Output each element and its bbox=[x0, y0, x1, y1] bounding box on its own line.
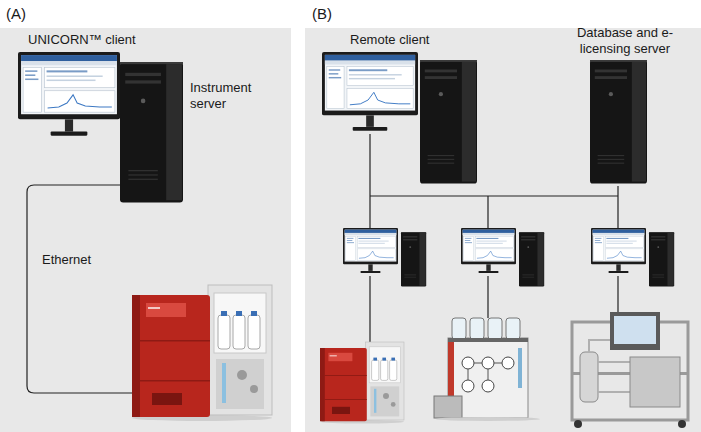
instrument-picture bbox=[320, 342, 404, 424]
network-wire-part bbox=[617, 276, 618, 312]
network-wire-part bbox=[369, 134, 370, 196]
instrument-picture-part bbox=[488, 318, 502, 339]
network-wire-part bbox=[487, 276, 488, 318]
instrument-picture-part bbox=[630, 357, 680, 407]
instrument-picture-part bbox=[610, 312, 660, 350]
device-label: Database and e-licensing server bbox=[562, 25, 688, 57]
tower-picture bbox=[120, 62, 183, 202]
tower-picture bbox=[401, 232, 426, 287]
instrument-picture-part bbox=[436, 417, 540, 421]
instrument-picture bbox=[132, 285, 272, 421]
cable-label: Ethernet bbox=[42, 252, 122, 268]
panel-ground bbox=[305, 28, 701, 432]
monitor-picture bbox=[591, 228, 646, 273]
instrument-picture-part bbox=[448, 338, 528, 342]
instrument-picture-part bbox=[614, 316, 656, 344]
panel-ground bbox=[0, 28, 291, 432]
ethernet-cable bbox=[27, 185, 134, 393]
instrument-picture-part bbox=[434, 396, 462, 418]
device-label: Instrument server bbox=[190, 80, 262, 112]
instrument-picture-part bbox=[678, 420, 686, 428]
panel: (B) bbox=[305, 0, 701, 432]
network-wire-part bbox=[369, 196, 370, 228]
tower-picture bbox=[590, 60, 647, 184]
tower-picture bbox=[649, 232, 674, 287]
instrument-picture-part bbox=[452, 318, 466, 339]
instrument-picture-part bbox=[574, 420, 582, 428]
panel: (A) bbox=[0, 0, 291, 432]
instrument-picture-part bbox=[462, 380, 474, 392]
network-wire-part bbox=[487, 196, 488, 228]
instrument-picture-part bbox=[462, 357, 474, 369]
network-wire-part bbox=[617, 186, 618, 196]
instrument-picture-part bbox=[502, 357, 514, 369]
instrument-picture-part bbox=[580, 352, 598, 402]
monitor-picture bbox=[18, 52, 120, 136]
instrument-picture bbox=[572, 312, 688, 428]
monitor-picture bbox=[461, 228, 516, 273]
tower-picture bbox=[420, 60, 477, 184]
tower-picture bbox=[519, 232, 544, 287]
instrument-picture-part bbox=[506, 318, 520, 339]
instrument-picture-part bbox=[482, 357, 494, 369]
instrument-picture-part bbox=[518, 348, 522, 388]
instrument-picture bbox=[434, 318, 540, 421]
network-wire-part bbox=[370, 195, 618, 196]
instrument-picture-part bbox=[470, 318, 484, 339]
panel-heading: (A) bbox=[6, 5, 26, 23]
monitor-picture bbox=[322, 52, 418, 131]
monitor-picture bbox=[343, 228, 398, 273]
instrument-picture-part bbox=[468, 363, 502, 380]
instrument-picture-part bbox=[482, 380, 494, 392]
network-wire-part bbox=[617, 196, 618, 228]
device-label: Remote client bbox=[350, 32, 470, 48]
network-wire bbox=[370, 134, 618, 342]
network-wire-part bbox=[369, 276, 370, 342]
device-label: UNICORN™ client bbox=[28, 32, 178, 48]
panel-heading: (B) bbox=[312, 5, 332, 23]
